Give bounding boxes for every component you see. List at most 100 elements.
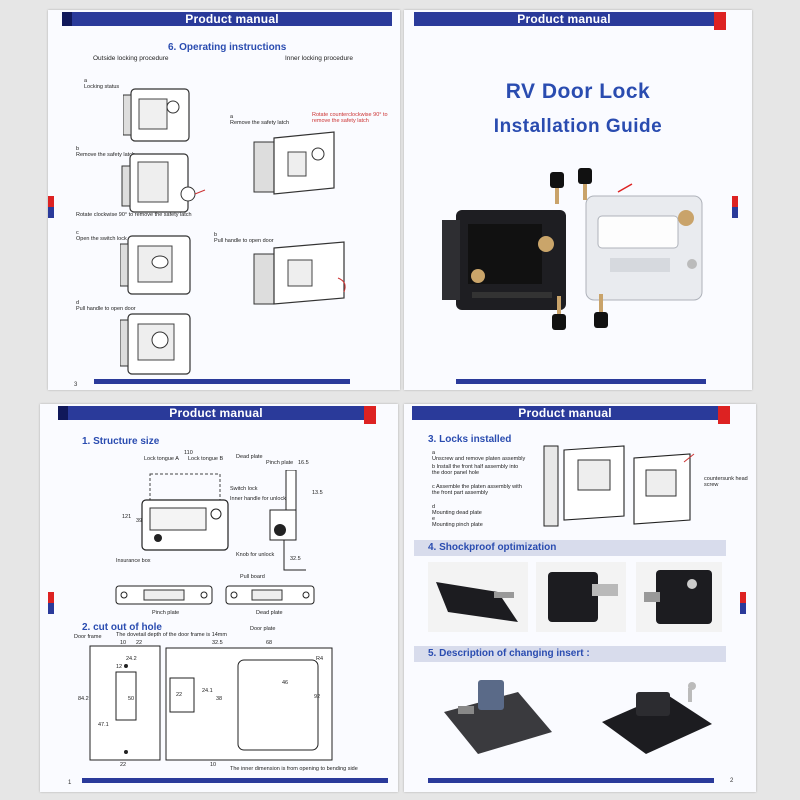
inner-step-a-label: a Remove the safety latch (230, 114, 290, 126)
step-b-note: Rotate clockwise 90° to remove the safet… (76, 212, 192, 218)
cut-dim-2: 24.2 (126, 656, 137, 662)
keys-photo-top (550, 168, 592, 204)
cover-page: Product manual RV Door Lock Installation… (404, 10, 752, 390)
label-insurance-box: Insurance box (116, 558, 151, 564)
side-marker (740, 592, 746, 614)
label-dead-plate: Dead plate (236, 454, 263, 460)
shockproof-photo-2 (536, 562, 626, 632)
cut-dim-16: 10 (210, 762, 217, 768)
cut-dim-11: 24.1 (202, 688, 213, 694)
section-title-shockproof: 4. Shockproof optimization (428, 542, 557, 553)
white-lock-photo (585, 195, 703, 301)
side-marker (48, 196, 54, 218)
keys-photo-bottom (552, 294, 608, 330)
label-dead-plate-bottom: Dead plate (256, 610, 283, 616)
shockproof-photo-3 (636, 562, 722, 632)
cut-dim-13: 46 (282, 680, 289, 686)
step-b-label: b Remove the safety latch (76, 146, 136, 158)
install-step-a: a Unscrew and remove platen assembly (432, 450, 526, 462)
insert-photo-2 (602, 682, 712, 754)
section-divider (414, 646, 726, 662)
cut-dim-3: 12 (116, 664, 123, 670)
outside-label: Outside locking procedure (93, 55, 169, 62)
page-header: Product manual (414, 12, 726, 30)
dim-16-5: 16.5 (298, 460, 309, 466)
cut-dim-0: 10 (120, 640, 127, 646)
step-d-label: d Pull handle to open door (76, 300, 136, 312)
section-title-cutout: 2. cut out of hole (82, 622, 162, 633)
install-step-b: b Install the front half assembly into t… (432, 464, 519, 476)
page-header: Product manual (62, 12, 392, 26)
label-inner-handle: Inner handle for unlocking (230, 496, 294, 502)
lock-diagram-outside-a (123, 88, 190, 142)
page-number: 3 (74, 382, 78, 388)
install-step-d: d Mounting dead plate (432, 504, 482, 516)
cut-dim-8: 32.5 (212, 640, 223, 646)
lock-diagram-inner-b (253, 241, 346, 305)
cut-dim-5: 50 (128, 696, 135, 702)
inner-label: Inner locking procedure (285, 55, 353, 62)
page-number: 2 (730, 778, 734, 784)
lock-diagram-outside-d (120, 313, 191, 375)
footer-bar (94, 379, 350, 384)
cut-dim-14: 92 (314, 694, 321, 700)
section-title-locks-installed: 3. Locks installed (428, 434, 512, 445)
header-label: Product manual (518, 406, 612, 420)
label-pull-board: Pull board (240, 574, 265, 580)
cut-dim-15: R4 (316, 656, 324, 662)
manual-page-1: Product manual 1. Structure size Lock to… (40, 404, 398, 792)
lock-diagram-outside-c (120, 235, 191, 295)
depth-note: The dovetail depth of the door frame is … (116, 632, 227, 638)
cutout-door-plate-drawing (165, 647, 333, 761)
dim-32-5: 32.5 (290, 556, 301, 562)
arrow-icon (617, 183, 633, 193)
install-step-e: e Mounting pinch plate (432, 516, 483, 528)
inner-dimension-note: The inner dimension is from opening to b… (230, 766, 358, 772)
manual-page-2: Product manual 3. Locks installed a Unsc… (404, 404, 756, 792)
cover-title-line2: Installation Guide (493, 116, 663, 137)
page-number: 1 (68, 780, 72, 786)
cut-dim-12: 38 (216, 696, 223, 702)
side-marker (732, 196, 738, 218)
label-switch-lock: Switch lock (230, 486, 258, 492)
cut-dim-7: 22 (120, 762, 127, 768)
section-title-operating: 6. Operating instructions (168, 42, 287, 53)
header-label: Product manual (169, 406, 263, 420)
page-header: Product manual (412, 406, 730, 424)
footer-bar (82, 778, 388, 783)
cut-dim-4: 84.2 (78, 696, 89, 702)
label-pinch-plate: Pinch plate (266, 460, 294, 466)
section-title-changing-insert: 5. Description of changing insert : (428, 648, 590, 659)
cut-dim-1: 22 (136, 640, 143, 646)
insert-photo-1 (444, 680, 552, 754)
inner-step-a-note: Rotate counterclockwise 90° to remove th… (312, 112, 388, 124)
lock-diagram-outside-b (121, 153, 206, 213)
install-step-c: c Assemble the platen assembly with the … (432, 484, 522, 496)
lock-diagram-inner-a (253, 131, 335, 195)
label-knob-unlock: Knob for unlock (236, 552, 275, 558)
dim-13-5: 13.5 (312, 490, 323, 496)
step-a-label: a Locking status (84, 78, 120, 90)
cut-dim-9: 68 (266, 640, 273, 646)
inner-step-b-label: b Pull handle to open door (214, 232, 274, 244)
cutout-door-frame-drawing (89, 645, 161, 761)
dead-plate-drawing (225, 585, 315, 605)
pinch-plate-drawing (115, 585, 213, 605)
footer-bar (428, 778, 714, 783)
countersunk-label: countersunk head screw (704, 476, 748, 488)
header-label: Product manual (185, 12, 279, 26)
cut-dim-10: 22 (176, 692, 183, 698)
step-c-label: c Open the switch lock (76, 230, 127, 242)
cut-dim-6: 47.1 (98, 722, 109, 728)
label-lock-tongue-b: Lock tongue B (188, 456, 224, 462)
shockproof-photo-1 (428, 562, 528, 632)
page-header: Product manual (58, 406, 376, 424)
black-lock-photo (442, 210, 566, 310)
dim-121: 121 (122, 514, 132, 520)
label-door-frame: Door frame (74, 634, 102, 640)
dim-110: 110 (184, 450, 193, 456)
label-lock-tongue-a: Lock tongue A (144, 456, 179, 462)
label-pinch-plate-bottom: Pinch plate (152, 610, 180, 616)
footer-bar (456, 379, 706, 384)
side-marker (48, 592, 54, 614)
